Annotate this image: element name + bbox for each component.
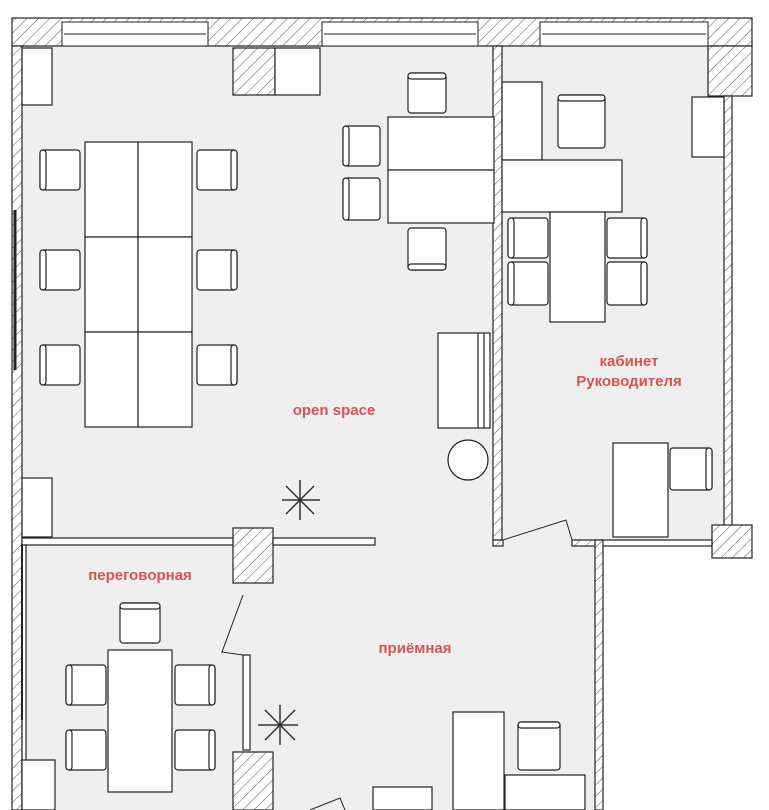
desk [549, 211, 606, 323]
label-office: кабинет [599, 353, 659, 370]
sofa [437, 332, 491, 429]
chair-icon [39, 249, 81, 291]
cabinet [274, 47, 321, 96]
chair-icon [507, 217, 549, 259]
desk [452, 711, 505, 810]
label-meeting-room: переговорная [88, 567, 192, 584]
desk [501, 159, 623, 213]
chair-icon [557, 94, 606, 149]
desk [137, 236, 193, 333]
chair-icon [407, 72, 447, 114]
cabinet [691, 96, 725, 158]
desk [84, 141, 139, 238]
round-table [447, 439, 489, 481]
chair-icon [669, 447, 713, 491]
desk [612, 442, 669, 538]
meeting-table [107, 649, 173, 793]
chair-icon [65, 664, 107, 706]
furniture [21, 47, 725, 810]
desk [84, 331, 139, 428]
cabinet [21, 47, 53, 106]
chair-icon [606, 261, 648, 306]
desk [137, 141, 193, 238]
label-office-head: Руководителя [576, 373, 682, 390]
chair-icon [342, 177, 381, 221]
cabinet [21, 759, 56, 810]
desk [137, 331, 193, 428]
chair-icon [196, 149, 238, 191]
chair-icon [517, 721, 561, 771]
chair-icon [342, 125, 381, 167]
chair-icon [65, 729, 107, 771]
chair-icon [39, 149, 81, 191]
desk [387, 169, 495, 224]
cabinet [501, 81, 543, 161]
chair-icon [174, 664, 216, 706]
chair-icon [196, 344, 238, 386]
desk [504, 774, 586, 810]
chair-icon [507, 261, 549, 306]
desk [84, 236, 139, 333]
chair-icon [196, 249, 238, 291]
cabinet [372, 786, 433, 810]
label-reception: приёмная [378, 640, 452, 657]
chair-icon [407, 227, 447, 271]
chair-icon [174, 729, 216, 771]
cabinet [21, 477, 53, 538]
desk [387, 116, 495, 171]
plant-icon [258, 480, 320, 745]
chair-icon [39, 344, 81, 386]
label-open-space: open space [292, 402, 376, 419]
windows [13, 21, 709, 720]
doors [221, 519, 573, 810]
chair-icon [119, 602, 161, 644]
chair-icon [606, 217, 648, 259]
